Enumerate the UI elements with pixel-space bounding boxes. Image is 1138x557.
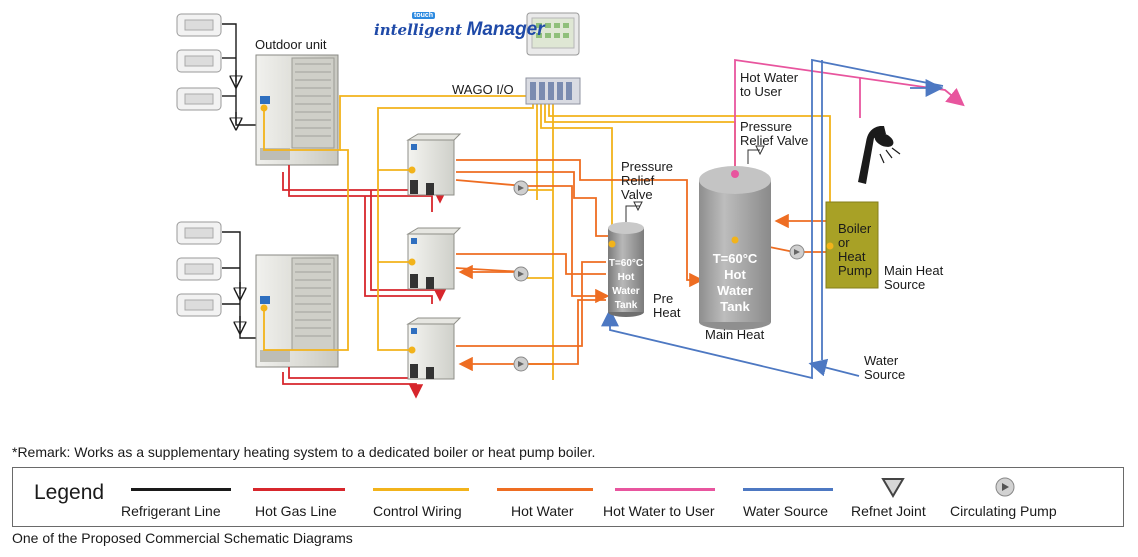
cassette-unit-icon: [176, 87, 222, 111]
legend-label: Circulating Pump: [950, 503, 1057, 519]
legend-title: Legend: [34, 481, 105, 504]
hot-water-swatch: [497, 488, 593, 491]
hot-water-to-user-lines: [734, 58, 965, 170]
legend-label: Refrigerant Line: [121, 503, 221, 519]
shower-head-icon: [858, 126, 901, 184]
cassette-unit-icon: [176, 293, 222, 317]
water-source-label: Water Source: [864, 353, 906, 382]
legend: Legend Refrigerant Line Hot Gas Line Con…: [12, 467, 1124, 527]
water-source-lines: [601, 58, 944, 380]
outdoor-unit-label: Outdoor unit: [255, 37, 327, 52]
main-heat-label: Main Heat: [705, 327, 765, 342]
pre-heat-label: Pre Heat: [653, 291, 681, 320]
connection-dots: [260, 104, 834, 354]
cassette-unit-icon: [176, 221, 222, 245]
logo-intelligent: intelligent: [374, 21, 463, 39]
cassette-units: [176, 13, 222, 317]
legend-label: Hot Water: [511, 503, 574, 519]
pressure-relief-valve-main-label: Pressure Relief Valve: [740, 119, 809, 148]
hot-gas-line-swatch: [253, 488, 345, 491]
main-tank-label: T=60°C Hot Water Tank: [712, 251, 758, 314]
legend-label: Control Wiring: [373, 503, 462, 519]
circulating-pump-icons: [513, 180, 805, 372]
pressure-relief-valve-pre-label: Pressure Relief Valve: [621, 159, 674, 202]
legend-label: Hot Gas Line: [255, 503, 337, 519]
hot-water-module: [406, 227, 462, 290]
control-wiring-swatch: [373, 488, 469, 491]
pressure-relief-valve-icons: [625, 145, 765, 222]
caption: One of the Proposed Commercial Schematic…: [12, 530, 353, 546]
cassette-unit-icon: [176, 49, 222, 73]
intelligent-manager-logo: touch intelligent Manager: [374, 12, 545, 41]
legend-label: Refnet Joint: [851, 503, 926, 519]
hot-water-to-user-swatch: [615, 488, 715, 491]
wago-label: WAGO I/O: [452, 82, 514, 97]
pre-tank-label: T=60°C Hot Water Tank: [608, 258, 644, 311]
hot-water-to-user-label: Hot Water to User: [740, 70, 799, 99]
circulating-pump-icon: [513, 356, 529, 372]
cassette-unit-icon: [176, 13, 222, 37]
outdoor-unit-top: [255, 54, 339, 166]
main-heat-source-label: Main Heat Source: [884, 263, 944, 292]
water-source-swatch: [743, 488, 833, 491]
refnet-joint-icon: [881, 478, 905, 498]
circulating-pump-icon: [513, 266, 529, 282]
pink-connection-dot: [731, 170, 739, 178]
cassette-unit-icon: [176, 257, 222, 281]
hot-water-module: [406, 317, 462, 380]
hot-water-module: [406, 133, 462, 196]
refrigerant-line-swatch: [131, 488, 231, 491]
hot-water-modules: [406, 133, 462, 380]
circulating-pump-icon: [513, 180, 529, 196]
logo-touch: touch: [412, 12, 436, 19]
logo-manager: Manager: [466, 19, 545, 40]
wago-io-module: [525, 77, 581, 105]
touch-screen-icon: [526, 12, 580, 56]
main-hot-water-tank: [699, 166, 771, 330]
circulating-pump-icon: [995, 477, 1015, 497]
legend-label: Hot Water to User: [603, 503, 715, 519]
refrigerant-lines: [222, 23, 258, 339]
boiler-label: Boiler or Heat Pump: [838, 221, 872, 278]
boiler-heat-pump: [825, 201, 879, 289]
circulating-pump-icon: [789, 244, 805, 260]
remark-text: *Remark: Works as a supplementary heatin…: [12, 444, 596, 460]
legend-label: Water Source: [743, 503, 829, 519]
